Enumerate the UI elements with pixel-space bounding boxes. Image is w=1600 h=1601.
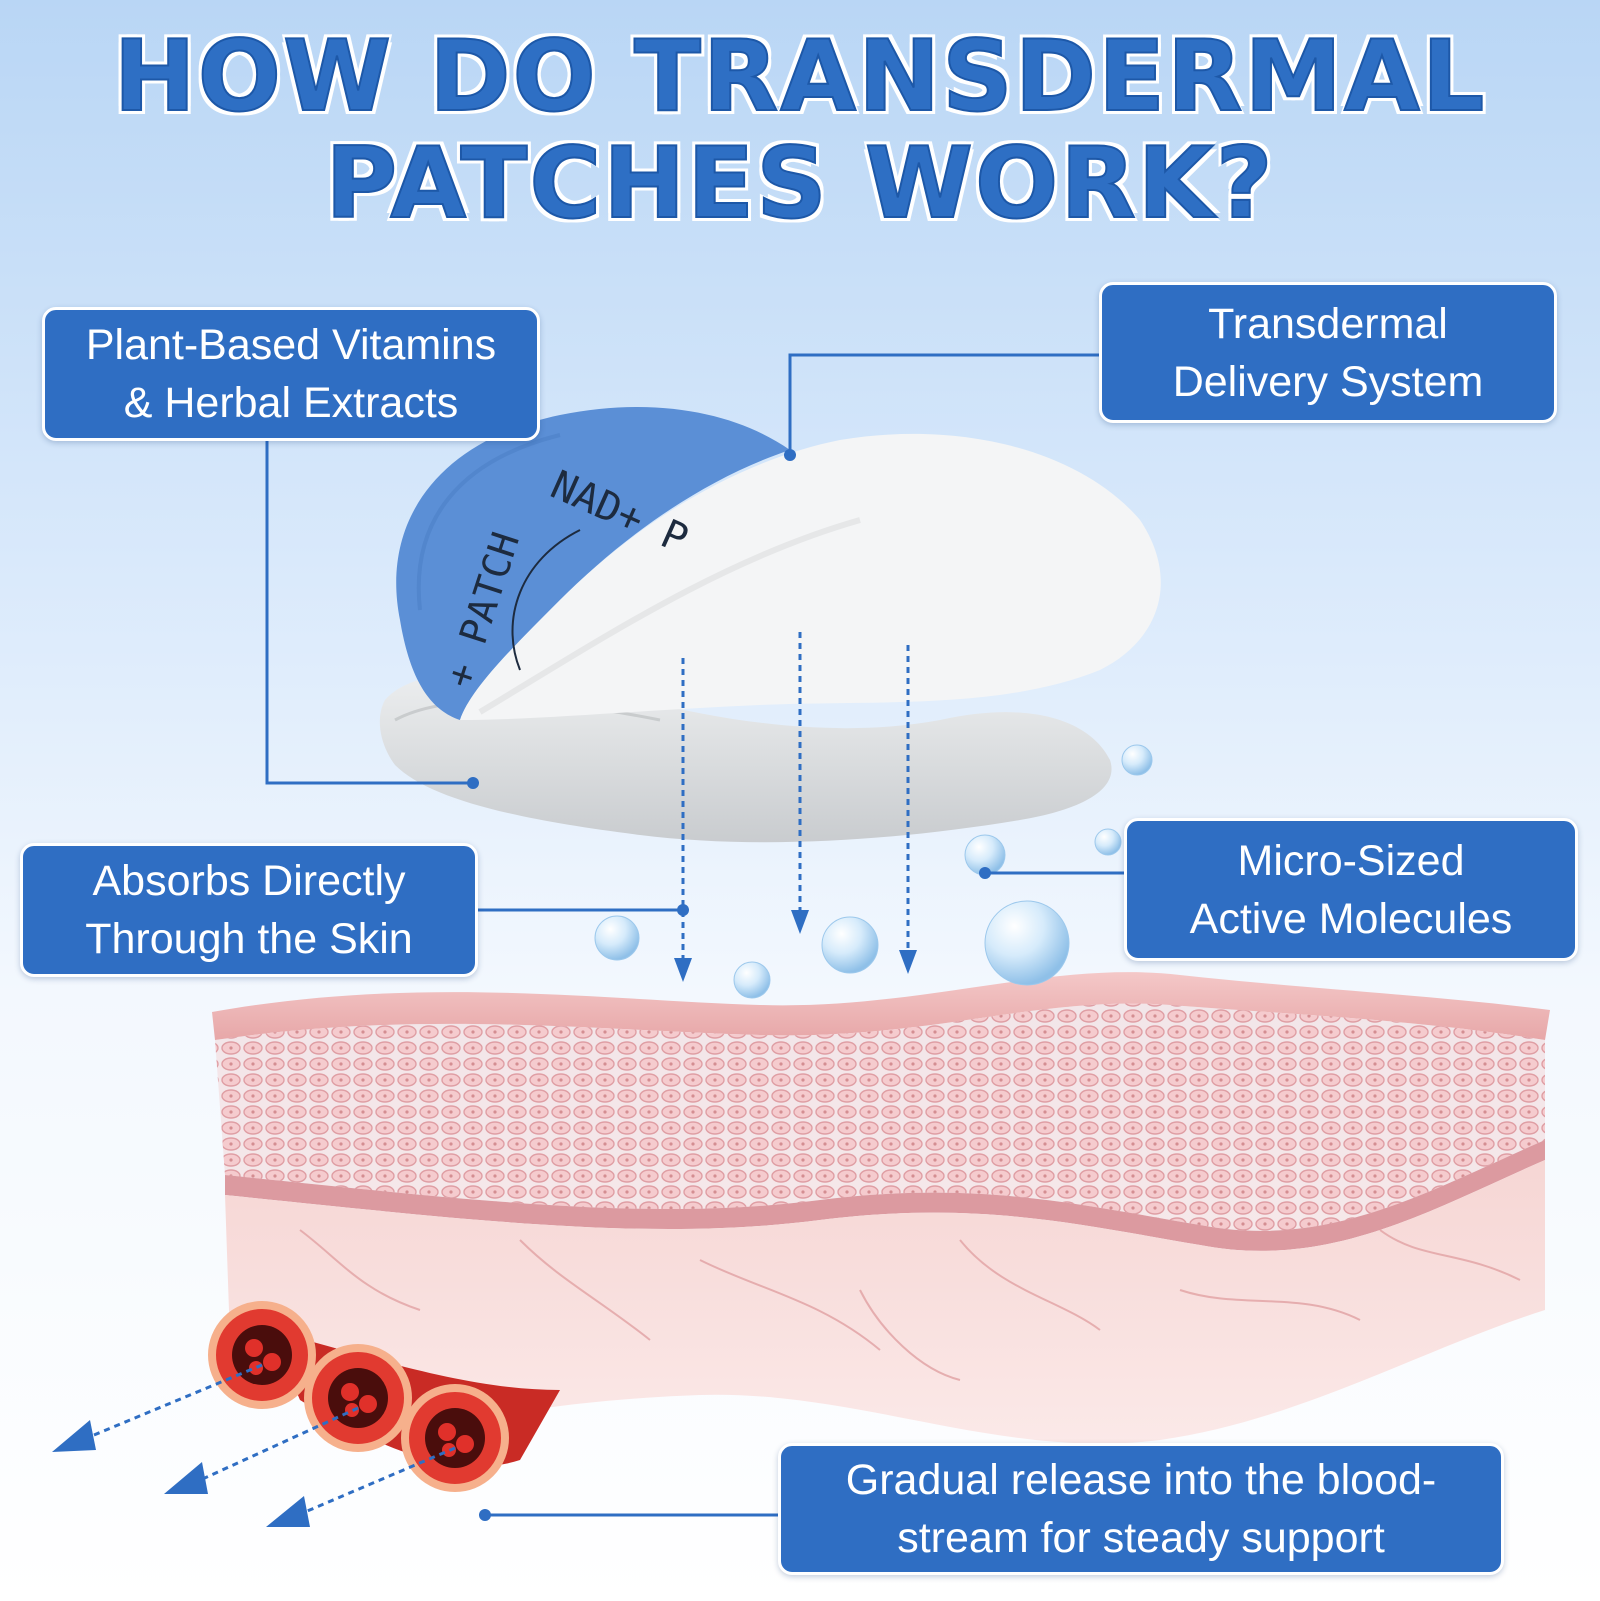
skin-top-surface [212, 972, 1550, 1040]
callout-micro-sized-line1: Micro-Sized [1237, 836, 1465, 885]
patch-illustration: NAD+ P + PATCH [379, 407, 1161, 843]
dermis-layer [225, 1160, 1545, 1444]
callout-plant-based: Plant-Based Vitamins & Herbal Extracts [42, 307, 540, 441]
bloodstream-arrows [52, 1363, 456, 1527]
epidermis-tint [215, 1003, 1545, 1231]
vessel-2 [304, 1344, 412, 1452]
callout-gradual-release-line2: stream for steady support [897, 1514, 1385, 1562]
title-line-1: HOW DO TRANSDERMAL [113, 20, 1487, 134]
callout-absorbs: Absorbs Directly Through the Skin [20, 843, 478, 977]
skin-layers [212, 972, 1550, 1444]
callout-delivery-system: Transdermal Delivery System [1099, 282, 1557, 423]
basal-layer [225, 1140, 1545, 1251]
callout-absorbs-line1: Absorbs Directly [92, 857, 406, 905]
leader-lines [265, 353, 1127, 1521]
callout-plant-based-line1: Plant-Based Vitamins [85, 321, 497, 369]
callout-micro-sized: Micro-Sized Active Molecules [1124, 818, 1578, 961]
callout-gradual-release: Gradual release into the blood- stream f… [778, 1443, 1504, 1575]
vessel-3 [401, 1384, 509, 1492]
callout-delivery-system-line1: Transdermal [1208, 299, 1448, 348]
vessel-1 [208, 1301, 316, 1409]
callout-micro-sized-line2: Active Molecules [1189, 894, 1513, 943]
callout-plant-based-line2: & Herbal Extracts [123, 379, 459, 427]
patch-white-layer [460, 433, 1161, 720]
absorption-arrows [674, 632, 917, 982]
callout-delivery-system-line2: Delivery System [1172, 357, 1484, 406]
epidermis-cells [215, 1003, 1545, 1231]
patch-blue-backing [396, 407, 790, 720]
molecule-bubbles [594, 744, 1153, 999]
callout-absorbs-line2: Through the Skin [85, 915, 413, 963]
callout-gradual-release-line1: Gradual release into the blood- [845, 1456, 1437, 1504]
title-line-2: PATCHES WORK? [324, 127, 1275, 241]
